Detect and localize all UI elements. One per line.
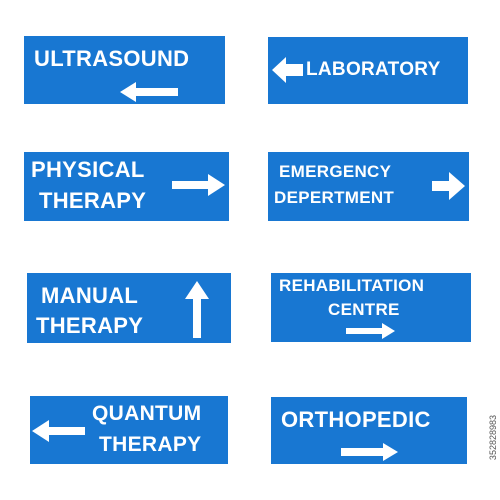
sign-physical-label-line2: THERAPY xyxy=(39,188,147,213)
sign-rehabilitation-label-line1: REHABILITATION xyxy=(279,276,425,295)
sign-laboratory-label: LABORATORY xyxy=(306,59,441,80)
up-arrow-icon xyxy=(185,281,209,338)
sign-physical-label-line1: PHYSICAL xyxy=(31,157,145,182)
sign-orthopedic: ORTHOPEDIC xyxy=(271,397,467,464)
sign-emergency-label-line1: EMERGENCY xyxy=(279,162,392,181)
left-arrow-icon xyxy=(120,82,178,102)
right-arrow-icon xyxy=(172,174,225,196)
right-arrow-icon xyxy=(346,323,395,339)
sign-manual-label-line2: THERAPY xyxy=(36,313,144,338)
sign-manual-label-line1: MANUAL xyxy=(41,283,139,308)
sign-laboratory: LABORATORY xyxy=(268,37,468,104)
sign-orthopedic-label: ORTHOPEDIC xyxy=(281,407,431,432)
sign-quantum-label-line1: QUANTUM xyxy=(92,402,202,425)
sign-ultrasound-label: ULTRASOUND xyxy=(34,46,190,71)
sign-emergency-department: EMERGENCY DEPERTMENT xyxy=(268,152,469,221)
left-arrow-icon xyxy=(272,57,303,83)
right-arrow-icon xyxy=(341,443,398,461)
stock-id: 352828983 xyxy=(488,414,498,460)
sign-manual-therapy: MANUAL THERAPY xyxy=(27,273,231,343)
sign-rehabilitation-centre: REHABILITATION CENTRE xyxy=(271,273,471,342)
left-arrow-icon xyxy=(32,420,85,442)
sign-rehabilitation-label-line2: CENTRE xyxy=(328,300,400,319)
right-arrow-icon xyxy=(432,172,465,200)
sign-physical-therapy: PHYSICAL THERAPY xyxy=(24,152,229,221)
sign-quantum-therapy: QUANTUM THERAPY xyxy=(30,396,228,464)
sign-ultrasound: ULTRASOUND xyxy=(24,36,225,104)
sign-emergency-label-line2: DEPERTMENT xyxy=(274,188,395,207)
left-arrow-icon xyxy=(120,114,180,134)
sign-quantum-label-line2: THERAPY xyxy=(99,433,202,456)
